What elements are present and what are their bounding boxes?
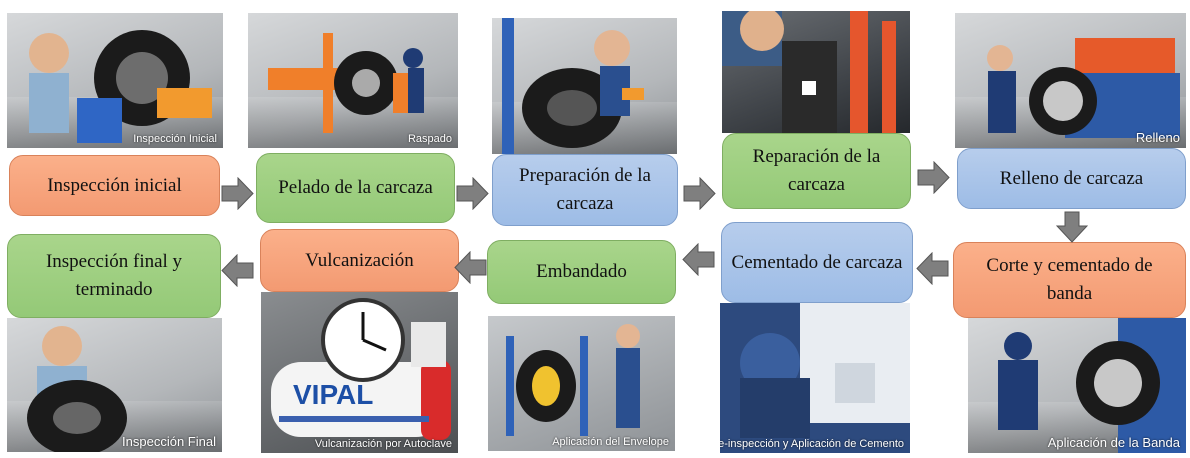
step-label: Embandado — [536, 261, 627, 283]
step-label: Pelado de la carcaza — [278, 177, 433, 199]
photo-caption: Relleno — [1135, 130, 1180, 145]
step-reparacion: Reparación de la carcaza — [722, 133, 911, 209]
step-preparacion: Preparación de la carcaza — [492, 154, 678, 226]
step-cementado: Cementado de carcaza — [721, 222, 913, 303]
photo-envelope: Aplicación del Envelope — [488, 316, 675, 451]
block-arrow-icon — [221, 177, 254, 210]
cement-application-illustration — [720, 303, 910, 453]
tire-inspection-illustration — [29, 30, 212, 143]
photo-raspado: Raspado — [248, 13, 458, 148]
photo-preparacion — [492, 18, 677, 154]
photo-relleno: Relleno — [955, 13, 1186, 148]
block-arrow-icon — [682, 243, 715, 276]
step-inspeccion-inicial: Inspección inicial — [9, 155, 220, 216]
block-arrow-icon — [917, 161, 950, 194]
photo-banda: Aplicación de la Banda — [968, 318, 1186, 453]
tire-preparation-illustration — [502, 18, 644, 154]
step-label: Vulcanización — [305, 249, 414, 271]
photo-cemento: Re-inspección y Aplicación de Cemento — [720, 303, 910, 453]
photo-inspeccion-inicial: Inspección Inicial — [7, 13, 223, 148]
step-label: Inspección final y terminado — [45, 251, 183, 300]
envelope-illustration — [506, 324, 640, 436]
photo-caption: Re-inspección y Aplicación de Cemento — [720, 438, 904, 450]
repair-illustration — [722, 11, 896, 133]
block-arrow-icon — [456, 177, 489, 210]
step-label: Relleno de carcaza — [999, 167, 1144, 189]
step-label: Preparación de la carcaza — [519, 165, 651, 214]
final-inspection-illustration — [27, 326, 127, 452]
vipal-logo: VIPAL — [293, 379, 373, 410]
step-inspeccion-final: Inspección final y terminado — [7, 234, 221, 318]
photo-vulcanizacion: VIPAL Vulcanización por Autoclave — [261, 292, 458, 453]
block-arrow-icon — [454, 251, 487, 284]
block-arrow-icon — [916, 252, 949, 285]
photo-inspeccion-final: Inspección Final — [7, 318, 222, 452]
photo-caption: Raspado — [407, 133, 452, 145]
step-vulcanizacion: Vulcanización — [260, 229, 459, 292]
step-label: Reparación de la carcaza — [752, 146, 881, 195]
photo-caption: Inspección Final — [122, 434, 216, 449]
step-label: Corte y cementado de banda — [986, 255, 1153, 304]
step-embandado: Embandado — [487, 240, 676, 304]
buffing-machine-illustration — [268, 33, 424, 133]
block-arrow-icon — [1056, 211, 1088, 243]
autoclave-illustration: VIPAL — [271, 298, 451, 440]
block-arrow-icon — [683, 177, 716, 210]
step-corte: Corte y cementado de banda — [953, 242, 1186, 318]
step-relleno: Relleno de carcaza — [957, 148, 1186, 209]
photo-caption: Vulcanización por Autoclave — [314, 438, 452, 450]
photo-caption: Aplicación del Envelope — [552, 436, 669, 448]
step-label: Inspección inicial — [47, 174, 182, 196]
tread-application-illustration — [998, 318, 1186, 453]
step-label: Cementado de carcaza — [731, 251, 903, 273]
step-pelado: Pelado de la carcaza — [256, 153, 455, 223]
photo-reparacion — [722, 11, 910, 133]
filling-machine-illustration — [987, 38, 1180, 138]
photo-caption: Inspección Inicial — [133, 133, 217, 145]
block-arrow-icon — [221, 254, 254, 287]
photo-caption: Aplicación de la Banda — [1047, 435, 1180, 450]
